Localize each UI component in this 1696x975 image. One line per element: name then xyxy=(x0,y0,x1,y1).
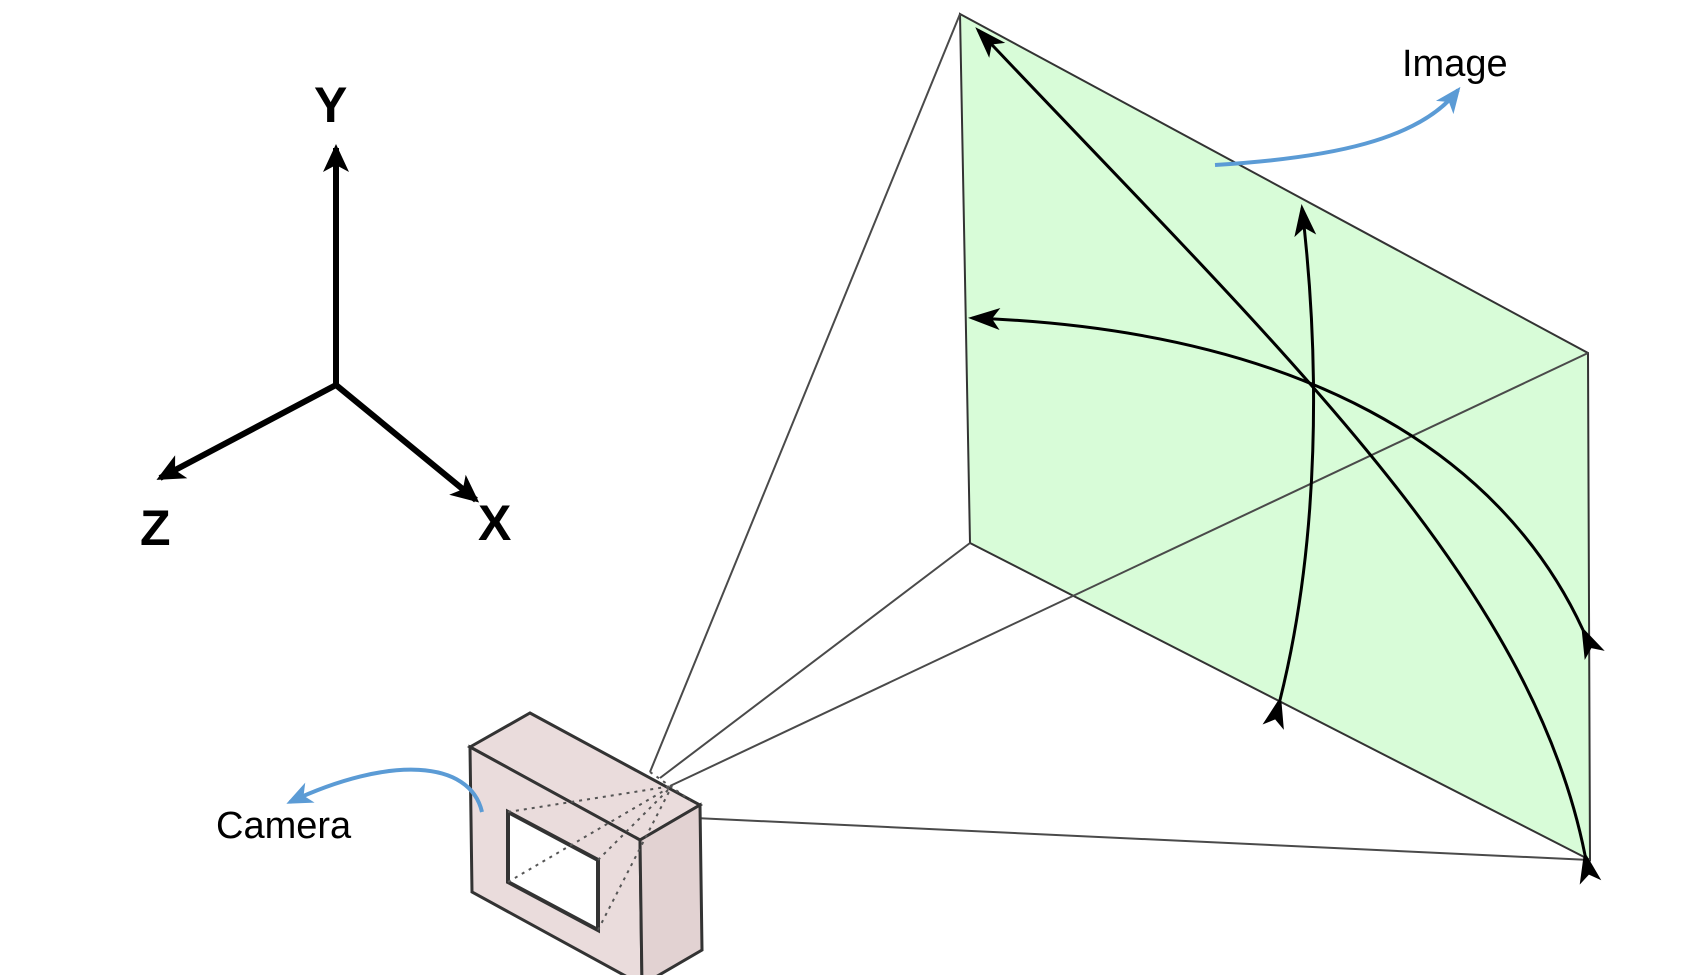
camera-callout-arrow xyxy=(286,767,484,813)
image-plane xyxy=(958,12,1592,862)
image-label: Image xyxy=(1402,43,1508,85)
x-axis xyxy=(334,382,480,503)
ray-bottom-left xyxy=(659,542,971,779)
z-axis xyxy=(156,382,338,481)
image-callout: Image xyxy=(1214,43,1508,167)
camera-side-face xyxy=(638,802,704,975)
camera-label: Camera xyxy=(216,805,352,847)
horizontal-fov-arc xyxy=(968,308,1605,661)
camera-callout: Camera xyxy=(216,767,484,847)
image-callout-arrow xyxy=(1214,86,1461,167)
z-axis-label: Z xyxy=(140,500,171,556)
camera-internal-rays xyxy=(507,771,691,931)
vertical-fov-arc xyxy=(1262,204,1317,730)
x-axis-label: X xyxy=(478,495,511,551)
field-of-view-arcs xyxy=(968,27,1605,885)
y-axis-label: Y xyxy=(314,77,347,133)
ray-top-left xyxy=(649,13,961,773)
ray-bottom-right xyxy=(694,817,1591,861)
coordinate-axes: Y Z X xyxy=(140,77,511,556)
camera xyxy=(466,711,704,975)
